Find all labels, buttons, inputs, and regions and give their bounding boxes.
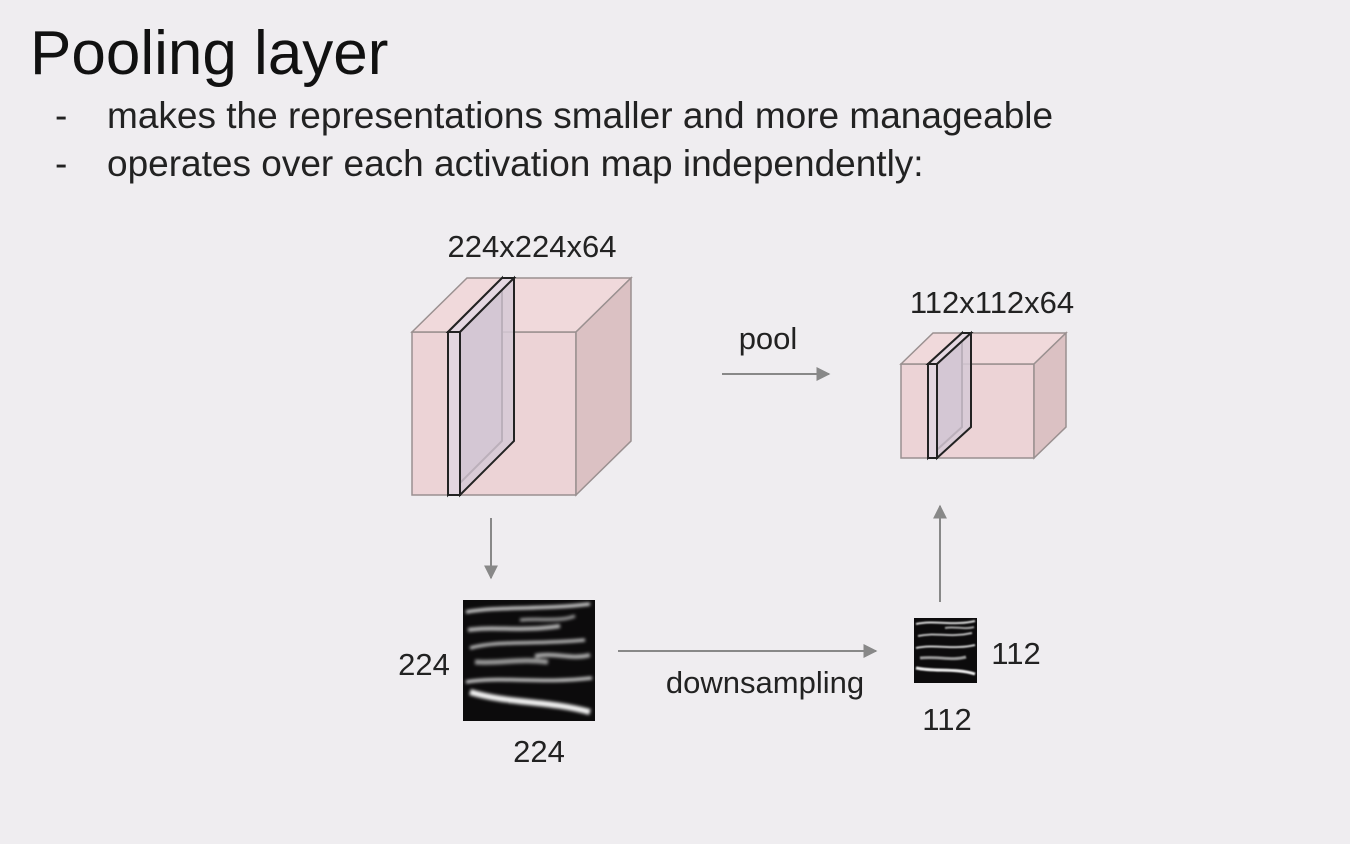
bullet-marker: -: [55, 143, 68, 184]
pool-label: pool: [739, 321, 798, 356]
input-map-width-label: 224: [513, 734, 565, 769]
bullet-list: - makes the representations smaller and …: [55, 92, 1053, 188]
output-volume-label: 112x112x64: [910, 285, 1074, 320]
cube-side-face: [1033, 331, 1067, 460]
output-map-height-label: 112: [991, 636, 1040, 671]
input-volume-label: 224x224x64: [448, 229, 617, 264]
input-activation-map: [463, 600, 595, 721]
bullet-marker: -: [55, 95, 68, 136]
output-map-width-label: 112: [922, 702, 971, 737]
bullet-item: - operates over each activation map inde…: [55, 140, 1053, 188]
bullet-text: operates over each activation map indepe…: [107, 143, 924, 184]
slide-title: Pooling layer: [30, 19, 389, 88]
activation-streaks: [465, 602, 593, 715]
downsampling-label: downsampling: [666, 665, 864, 700]
activation-streaks: [915, 620, 976, 676]
activation-slice-front: [447, 331, 461, 496]
output-volume-cube: [899, 330, 1068, 461]
activation-slice-front: [927, 363, 938, 459]
cube-side-face: [575, 276, 632, 497]
bullet-text: makes the representations smaller and mo…: [107, 95, 1054, 136]
input-map-height-label: 224: [398, 647, 450, 682]
input-volume-cube: [410, 275, 633, 498]
output-activation-map: [914, 618, 977, 683]
bullet-item: - makes the representations smaller and …: [55, 92, 1053, 140]
